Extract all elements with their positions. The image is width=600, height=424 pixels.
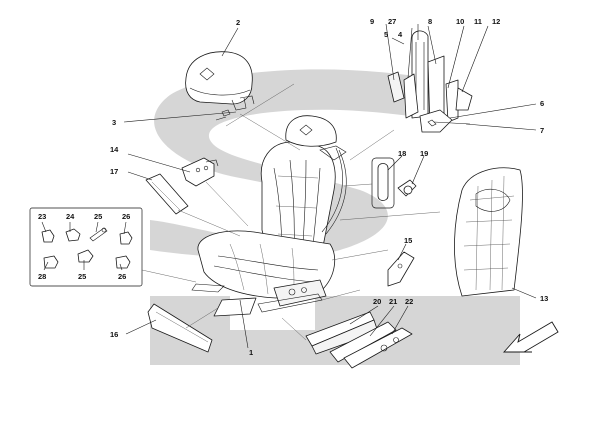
headrest-fasteners[interactable] [215,109,231,121]
spring-25[interactable] [89,227,108,242]
callout-28[interactable]: 28 [38,272,46,281]
backrest-rear-panel[interactable] [454,167,523,297]
callout-23[interactable]: 23 [38,212,46,221]
callout-9[interactable]: 9 [370,17,374,26]
callout-25b[interactable]: 25 [78,272,86,281]
callout-16[interactable]: 16 [110,330,118,339]
bracket[interactable] [181,157,219,187]
callout-22[interactable]: 22 [405,297,413,306]
clip-25b[interactable] [77,249,94,263]
clip-24[interactable] [65,228,81,242]
recliner-handle[interactable] [371,157,417,209]
side-bracket[interactable] [387,251,415,287]
clip-28[interactable] [43,255,59,269]
clip-23[interactable] [41,229,55,243]
backrest-frame-parts[interactable] [387,30,473,133]
callout-15[interactable]: 15 [404,236,412,245]
small-parts-box [29,207,143,287]
callout-5[interactable]: 5 [384,30,388,39]
direction-arrow-icon [502,321,559,353]
callout-11[interactable]: 11 [474,17,482,26]
headrest-logo-icon-2 [199,67,215,81]
callout-21[interactable]: 21 [389,297,397,306]
callout-24[interactable]: 24 [66,212,75,221]
callout-25a[interactable]: 25 [94,212,102,221]
callout-14[interactable]: 14 [110,145,119,154]
callout-26a[interactable]: 26 [122,212,130,221]
callout-10[interactable]: 10 [456,17,464,26]
clip-26b[interactable] [115,255,131,269]
cover-piece[interactable] [145,173,189,215]
callout-17[interactable]: 17 [110,167,118,176]
clip-26[interactable] [119,231,133,245]
callout-12[interactable]: 12 [492,17,500,26]
callout-20[interactable]: 20 [373,297,381,306]
seat-assembly[interactable] [191,115,347,317]
callout-4[interactable]: 4 [398,30,403,39]
callout-3[interactable]: 3 [112,118,116,127]
callout-27[interactable]: 27 [388,17,396,26]
leader-lines [41,23,537,349]
callout-6[interactable]: 6 [540,99,544,108]
callout-13[interactable]: 13 [540,294,548,303]
trim-strip[interactable] [147,303,213,353]
headrest[interactable] [185,51,255,111]
headrest-logo-icon [299,124,313,136]
callout-26b[interactable]: 26 [118,272,126,281]
callout-labels: 1 2 3 4 5 6 7 8 9 10 11 12 13 14 15 16 1… [38,17,548,357]
callout-2[interactable]: 2 [236,18,240,27]
callout-19[interactable]: 19 [420,149,428,158]
lower-side-trims[interactable] [305,311,413,369]
callout-18[interactable]: 18 [398,149,406,158]
callout-8[interactable]: 8 [428,17,432,26]
callout-7[interactable]: 7 [540,126,544,135]
callout-1[interactable]: 1 [249,348,253,357]
